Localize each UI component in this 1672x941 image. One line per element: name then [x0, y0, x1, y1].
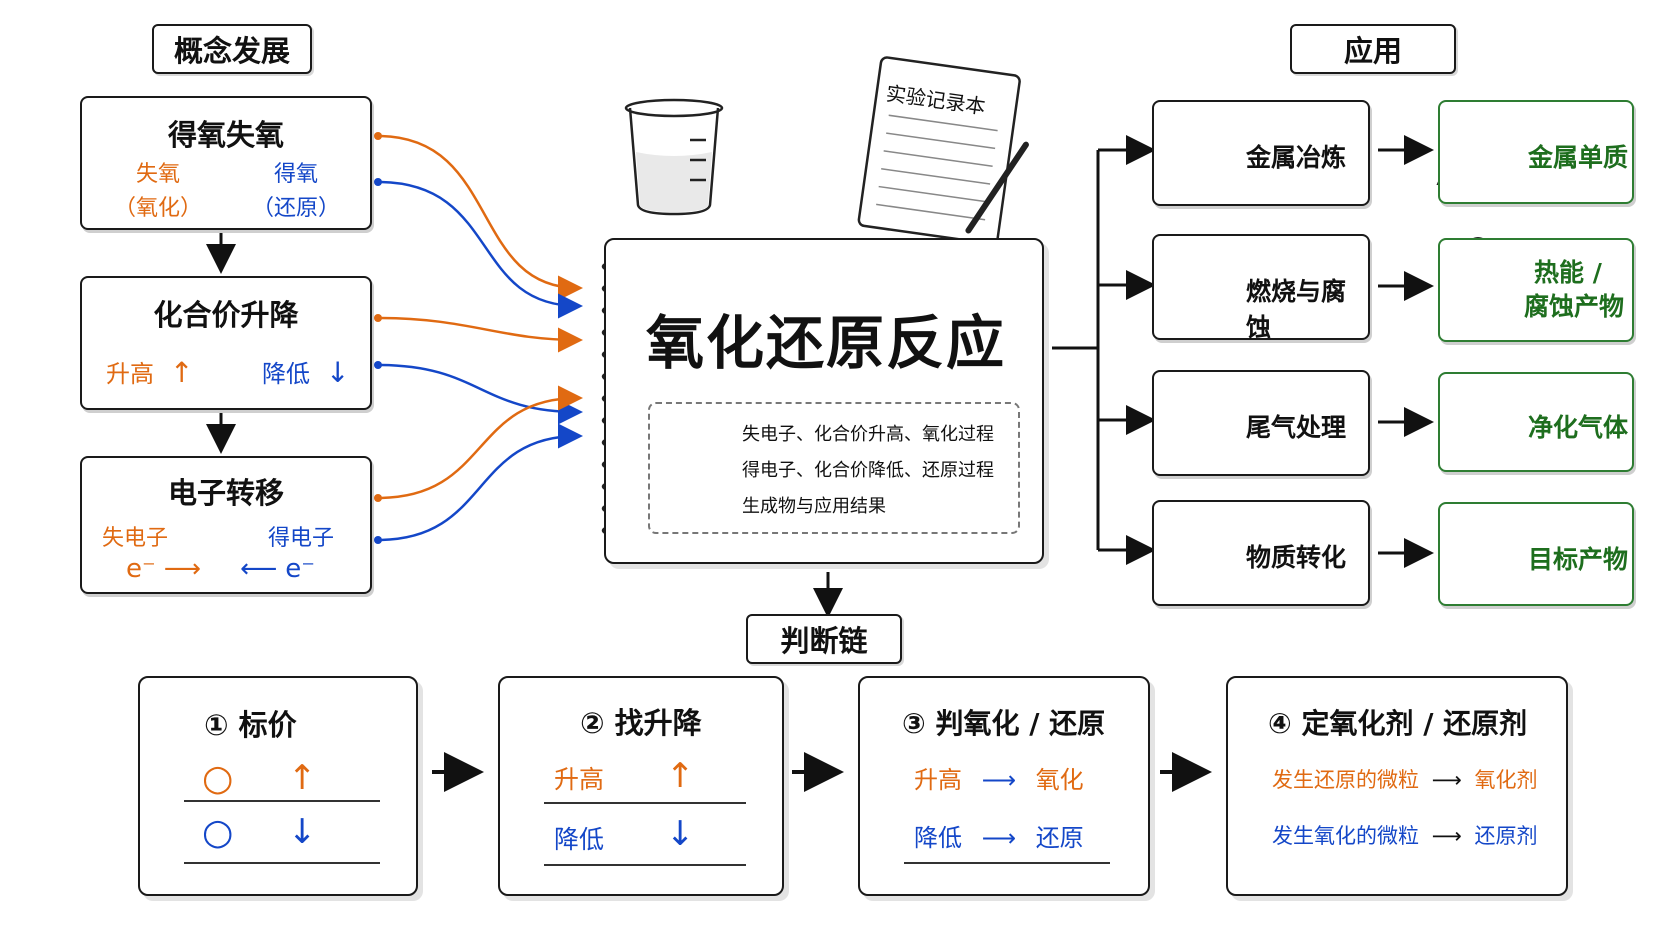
result-metal: 金属单质 [1438, 100, 1634, 204]
step-title: ② 找升降 [580, 706, 702, 740]
oxygen-loss-label: 失氧（氧化） [113, 162, 202, 221]
box-title: 化合价升降 [153, 298, 299, 332]
arrow-down-icon: ↓ [288, 812, 317, 852]
fall-label: 降低 [554, 825, 605, 854]
arrow-down-icon: ↓ [666, 814, 695, 854]
concept-box-electron: 电子转移 失电子 得电子 e⁻⟶ ⟵e⁻ [80, 456, 372, 594]
step-card-2: ② 找升降 升高 ↑ 降低 ↓ [498, 676, 784, 896]
electron-out-arrow: e⁻⟶ [126, 554, 202, 584]
app-exhaust: 尾气处理 [1152, 370, 1370, 476]
arrow-up-icon: ↑ [170, 356, 194, 389]
concept-box-oxygen: 得氧失氧 失氧（氧化） 得氧（还原） [80, 96, 372, 230]
section-label-application: 应用 [1290, 24, 1456, 74]
legend-reduction: 得电子、化合价降低、还原过程 [742, 460, 994, 481]
electron-gain-label: 得电子 [268, 526, 335, 551]
connector-orange-3 [377, 385, 583, 500]
result-clean-gas: 净化气体 [1438, 372, 1634, 472]
step-card-4: ④ 定氧化剂 / 还原剂 发生还原的微粒 ⟶ 氧化剂 发生氧化的微粒 ⟶ 还原剂 [1226, 676, 1568, 896]
app-metallurgy: 金属冶炼 [1152, 100, 1370, 206]
result-label: 热能 / 腐蚀产物 [1524, 258, 1625, 321]
app-label: 物质转化 [1246, 543, 1347, 572]
step-row: 升高 ⟶ 氧化 [914, 766, 1084, 794]
arrow-up-icon: ↑ [666, 756, 695, 796]
connector-blue-1 [377, 180, 583, 319]
arrow-down-icon: ↓ [326, 356, 350, 389]
step-row: 降低 ⟶ 还原 [914, 824, 1084, 852]
result-label: 金属单质 [1528, 143, 1629, 172]
step-card-3: ③ 判氧化 / 还原 升高 ⟶ 氧化 降低 ⟶ 还原 [858, 676, 1150, 896]
section-label-concept: 概念发展 [152, 24, 312, 74]
legend-oxidation: 失电子、化合价升高、氧化过程 [742, 424, 994, 445]
result-heat: 热能 / 腐蚀产物 [1438, 238, 1634, 342]
app-label: 金属冶炼 [1246, 143, 1347, 172]
step-row: 发生氧化的微粒 ⟶ 还原剂 [1272, 824, 1538, 848]
main-notebook: 氧化还原反应 失电子、化合价升高、氧化过程 得电子、化合价降低、还原过程 生成物… [604, 238, 1044, 564]
result-target: 目标产物 [1438, 502, 1634, 606]
valence-down-label: 降低↓ [262, 356, 350, 389]
notepad-icon [857, 56, 1029, 246]
blank-circle: ○ [202, 812, 234, 853]
electron-in-arrow: ⟵e⁻ [240, 554, 316, 584]
legend-result: 生成物与应用结果 [742, 496, 886, 517]
app-combustion: 燃烧与腐蚀 [1152, 234, 1370, 342]
oxygen-gain-label: 得氧（还原） [251, 162, 340, 221]
connector-blue-3 [377, 423, 583, 542]
legend-box: 失电子、化合价升高、氧化过程 得电子、化合价降低、还原过程 生成物与应用结果 [648, 402, 1020, 534]
step-row: 发生还原的微粒 ⟶ 氧化剂 [1272, 768, 1538, 792]
app-conversion: 物质转化 [1152, 500, 1370, 606]
arrow-up-icon: ↑ [288, 758, 317, 798]
connector-orange-2 [377, 316, 583, 353]
app-label: 燃烧与腐蚀 [1246, 277, 1347, 342]
rise-label: 升高 [554, 765, 605, 794]
beaker-icon [624, 98, 724, 216]
result-label: 净化气体 [1528, 413, 1629, 442]
main-title: 氧化还原反应 [645, 309, 1006, 377]
step-title: ④ 定氧化剂 / 还原剂 [1268, 707, 1528, 740]
connector-orange-1 [377, 134, 583, 301]
box-title: 电子转移 [167, 476, 284, 510]
valence-up-label: 升高↑ [106, 356, 194, 389]
step-title: ③ 判氧化 / 还原 [902, 707, 1106, 740]
electron-loss-label: 失电子 [102, 526, 169, 551]
concept-box-valence: 化合价升降 升高↑ 降低↓ [80, 276, 372, 410]
section-label-judgement: 判断链 [746, 614, 902, 664]
connector-blue-2 [377, 363, 583, 425]
step-title: ① 标价 [204, 708, 297, 742]
result-label: 目标产物 [1528, 545, 1629, 574]
step-card-1: ① 标价 ○ ↑ ○ ↓ [138, 676, 418, 896]
app-label: 尾气处理 [1246, 413, 1347, 442]
box-title: 得氧失氧 [167, 118, 284, 152]
blank-circle: ○ [202, 758, 234, 799]
